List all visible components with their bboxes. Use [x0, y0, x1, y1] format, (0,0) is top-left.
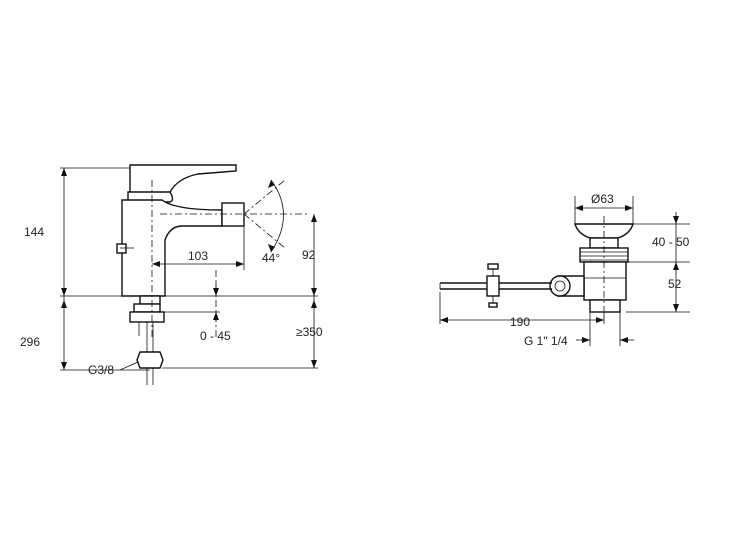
dim-waste-thread-label: G 1" 1/4: [524, 334, 568, 348]
dimension-rod-length: 190: [439, 292, 605, 329]
pull-rod: [439, 263, 552, 308]
angle-lower-ray: [243, 213, 286, 249]
dim-range-label: 0 - 45: [200, 329, 231, 343]
pop-up-waste-side-view: Ø63 40 - 50 52 190: [439, 192, 690, 348]
dim-rod-length-label: 190: [510, 315, 530, 329]
dim-height-top-label: 144: [24, 225, 44, 239]
angle-44: 44°: [262, 179, 284, 265]
dimension-min-length: ≥350: [162, 296, 323, 369]
dim-stroke-label: 40 - 50: [652, 235, 690, 249]
dimension-height-bottom: 296: [20, 296, 150, 371]
dim-height-bottom-label: 296: [20, 335, 40, 349]
dimension-reach: 103: [152, 226, 245, 270]
dim-waste-height-label: 52: [668, 277, 682, 291]
dimension-height-top: 144: [24, 167, 130, 296]
dim-diameter-label: Ø63: [591, 192, 614, 206]
waste-body: [549, 223, 634, 313]
dimension-waste-height: 52: [626, 262, 690, 313]
dimension-waste-thread: G 1" 1/4: [524, 312, 634, 348]
dim-thread-label: G3/8: [88, 363, 114, 377]
dimension-spout-height: 92: [302, 214, 317, 296]
dimension-stroke: 40 - 50: [622, 212, 690, 270]
dim-reach-label: 103: [188, 249, 208, 263]
dimension-range: 0 - 45: [164, 282, 231, 343]
angle-upper-ray: [243, 179, 286, 215]
dim-min-length-label: ≥350: [296, 325, 323, 339]
dimension-diameter: Ø63: [574, 192, 634, 224]
thread-callout: G3/8: [88, 361, 139, 377]
faucet-body: [116, 164, 245, 385]
dim-angle-label: 44°: [262, 251, 280, 265]
bidet-mixer-side-view: 144 296: [20, 164, 323, 385]
dim-spout-height-label: 92: [302, 248, 316, 262]
